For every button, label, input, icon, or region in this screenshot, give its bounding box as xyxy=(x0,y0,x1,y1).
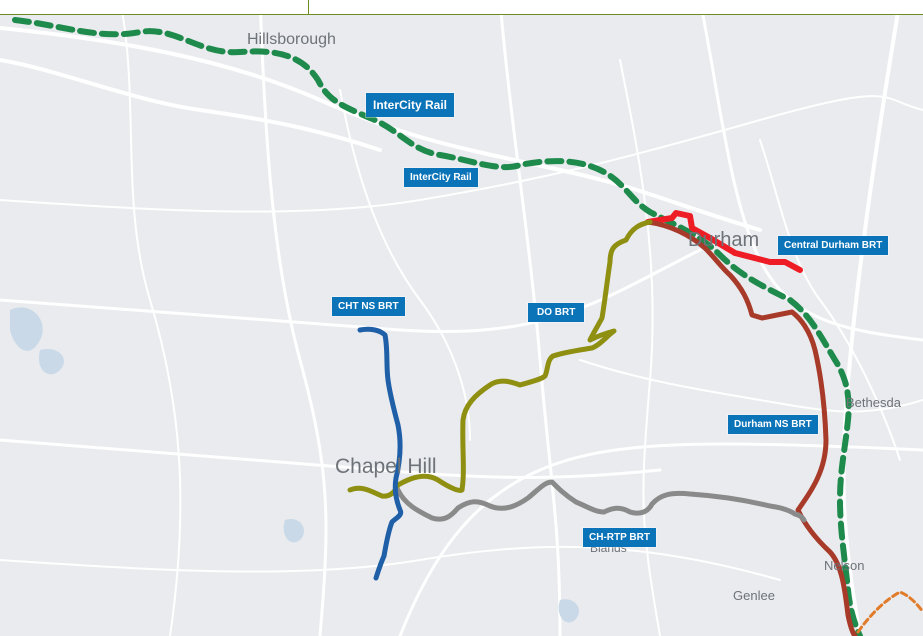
label-intercity-rail-1[interactable]: InterCity Rail xyxy=(366,93,455,117)
label-central-durham-brt[interactable]: Central Durham BRT xyxy=(778,236,889,255)
top-bar-divider xyxy=(308,0,309,14)
road xyxy=(579,359,923,413)
road xyxy=(0,438,662,479)
road xyxy=(258,0,328,636)
lake xyxy=(283,519,305,543)
place-hillsborough: Hillsborough xyxy=(247,31,336,48)
road xyxy=(0,248,702,334)
route-other-dashed xyxy=(856,590,923,634)
route-cht-ns-brt xyxy=(357,326,404,581)
label-durham-ns-brt[interactable]: Durham NS BRT xyxy=(728,415,818,434)
route-intercity-rail xyxy=(12,17,863,636)
route-central-durham-brt xyxy=(645,210,803,273)
top-bar xyxy=(0,0,923,15)
road xyxy=(0,545,781,581)
road xyxy=(0,95,923,213)
water-bodies xyxy=(10,307,580,623)
road xyxy=(841,0,902,636)
road xyxy=(119,0,182,636)
lake xyxy=(10,307,43,351)
road xyxy=(339,89,471,441)
road xyxy=(759,139,901,461)
road xyxy=(0,26,762,232)
road xyxy=(398,442,923,636)
label-intercity-rail-2[interactable]: InterCity Rail xyxy=(404,168,478,187)
road xyxy=(0,58,382,152)
lake xyxy=(39,349,64,375)
place-durham: Durham xyxy=(688,229,760,251)
place-chapel-hill: Chapel Hill xyxy=(335,455,437,478)
place-bethesda: Bethesda xyxy=(846,395,901,410)
place-genlee: Genlee xyxy=(733,588,775,603)
road xyxy=(498,0,562,636)
label-ch-rtp-brt[interactable]: CH-RTP BRT xyxy=(583,528,656,547)
route-ch-rtp-brt xyxy=(395,479,807,523)
route-durham-ns-brt xyxy=(645,219,858,636)
place-nelson: Nelson xyxy=(824,558,865,573)
route-do-brt xyxy=(347,219,653,499)
label-do-brt[interactable]: DO BRT xyxy=(528,303,585,322)
label-cht-ns-brt[interactable]: CHT NS BRT xyxy=(332,297,405,316)
lake xyxy=(558,599,580,623)
